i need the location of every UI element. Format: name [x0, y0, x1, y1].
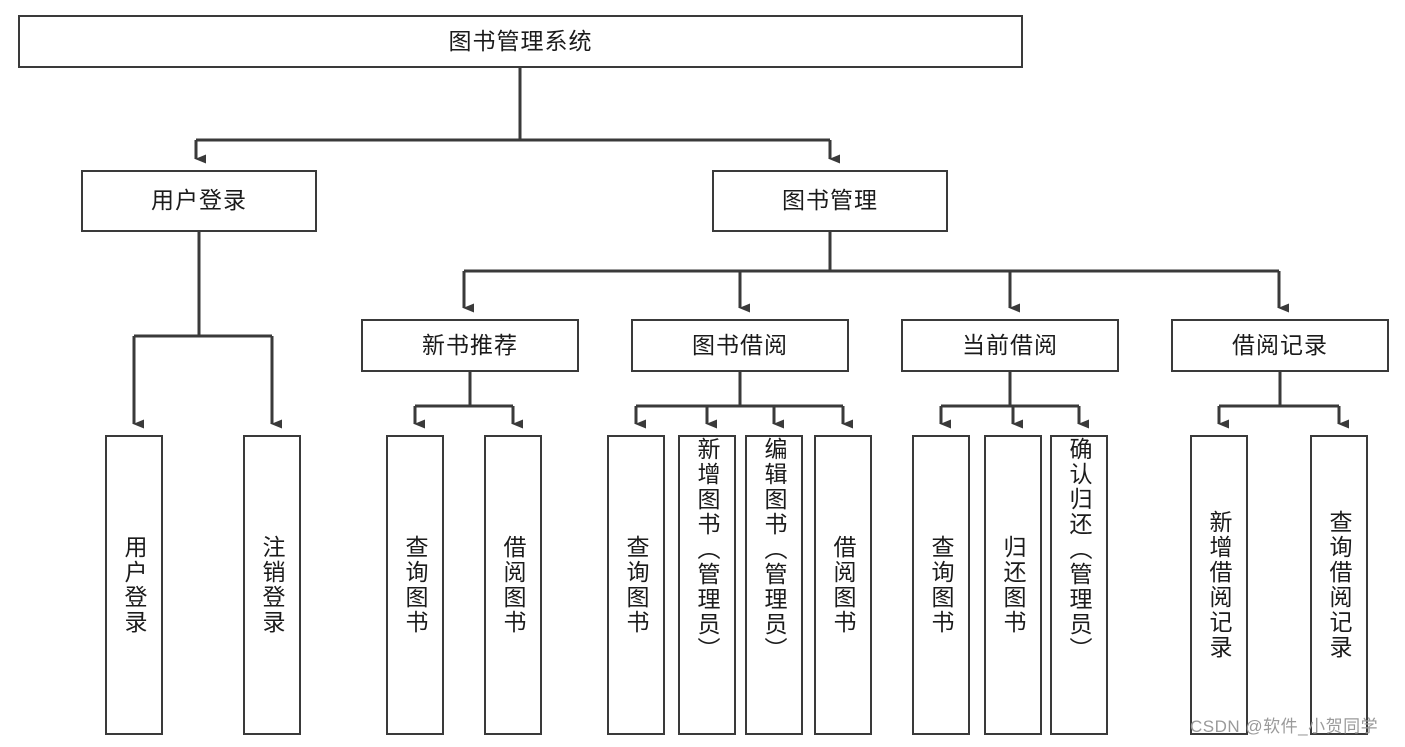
node-leaf-query-book-3[interactable]: 查询图书: [912, 435, 970, 735]
node-leaf-add-book[interactable]: 新增图书（管理员）: [678, 435, 736, 735]
node-leaf-add-record[interactable]: 新增借阅记录: [1190, 435, 1248, 735]
node-bookmgmt[interactable]: 图书管理: [712, 170, 948, 232]
node-label: 当前借阅: [962, 331, 1058, 358]
node-leaf-confirm-return[interactable]: 确认归还（管理员）: [1050, 435, 1108, 735]
node-records[interactable]: 借阅记录: [1171, 319, 1389, 372]
node-label: 借阅图书: [830, 535, 857, 635]
node-leaf-edit-book[interactable]: 编辑图书（管理员）: [745, 435, 803, 735]
node-label: 查询借阅记录: [1326, 510, 1353, 660]
node-label: 查询图书: [623, 535, 650, 635]
node-leaf-query-book-1[interactable]: 查询图书: [386, 435, 444, 735]
node-label: 归还图书: [1000, 535, 1027, 635]
watermark: CSDN @软件_小贺同学: [1190, 717, 1379, 736]
node-label: 用户登录: [121, 535, 148, 635]
node-label: 用户登录: [151, 187, 247, 214]
node-leaf-user-login[interactable]: 用户登录: [105, 435, 163, 735]
node-leaf-borrow-book-2[interactable]: 借阅图书: [814, 435, 872, 735]
node-label: 查询图书: [402, 535, 429, 635]
node-label: 图书管理系统: [448, 27, 593, 54]
node-leaf-borrow-book-1[interactable]: 借阅图书: [484, 435, 542, 735]
node-label: 新增借阅记录: [1206, 510, 1233, 660]
arrow-lines: [132, 140, 1349, 429]
node-label: 新增图书（管理员）: [694, 437, 721, 662]
node-leaf-query-book-2[interactable]: 查询图书: [607, 435, 665, 735]
bus-lines: [134, 68, 1339, 408]
node-newbook[interactable]: 新书推荐: [361, 319, 579, 372]
node-label: 新书推荐: [422, 331, 518, 358]
node-login[interactable]: 用户登录: [81, 170, 317, 232]
node-leaf-query-record[interactable]: 查询借阅记录: [1310, 435, 1368, 735]
node-root[interactable]: 图书管理系统: [18, 15, 1023, 68]
node-borrow[interactable]: 图书借阅: [631, 319, 849, 372]
node-leaf-logout[interactable]: 注销登录: [243, 435, 301, 735]
node-label: 注销登录: [259, 535, 286, 635]
node-label: 编辑图书（管理员）: [761, 437, 788, 662]
node-leaf-return-book[interactable]: 归还图书: [984, 435, 1042, 735]
node-label: 图书管理: [782, 187, 878, 214]
node-label: 查询图书: [928, 535, 955, 635]
node-label: 借阅记录: [1232, 331, 1328, 358]
node-label: 图书借阅: [692, 331, 788, 358]
node-current[interactable]: 当前借阅: [901, 319, 1119, 372]
node-label: 确认归还（管理员）: [1066, 437, 1093, 662]
node-label: 借阅图书: [500, 535, 527, 635]
